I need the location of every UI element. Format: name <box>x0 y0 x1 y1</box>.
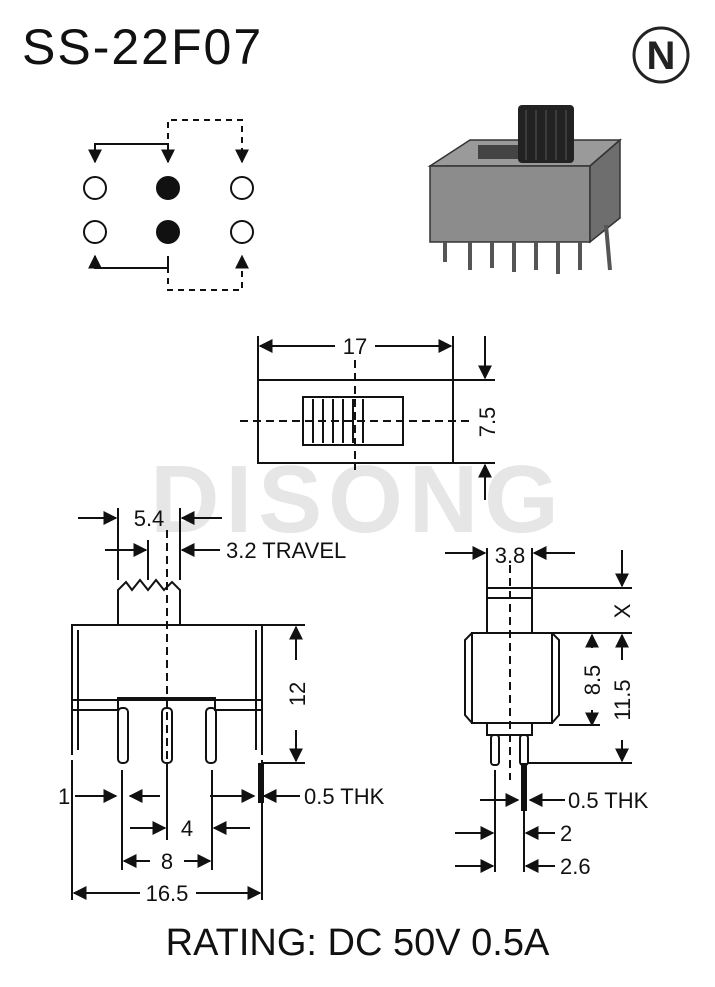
front-view-drawing <box>71 508 305 900</box>
side-view-drawing <box>445 546 632 873</box>
side-knob-width-label: 3.8 <box>495 543 526 568</box>
switch-product-image <box>427 105 623 274</box>
top-width-label: 17 <box>343 334 367 359</box>
pin-span-label: 8 <box>161 849 173 874</box>
body-height-label: 8.5 <box>580 665 605 696</box>
knob-width-label: 5.4 <box>134 506 165 531</box>
brand-logo: N <box>632 26 690 84</box>
overall-width-label: 16.5 <box>146 881 189 906</box>
side-thickness-label: 0.5 THK <box>568 788 649 813</box>
front-thickness-label: 0.5 THK <box>304 784 385 809</box>
top-view-drawing <box>240 336 495 500</box>
rating-text: RATING: DC 50V 0.5A <box>165 922 550 964</box>
part-number-title: SS-22F07 <box>22 19 264 75</box>
travel-label: 3.2 TRAVEL <box>226 538 346 563</box>
pin-pitch-label: 4 <box>181 816 193 841</box>
side-overall-height-label: 11.5 <box>610 679 635 720</box>
front-height-label: 12 <box>285 682 310 706</box>
side-pin-label: 2 <box>560 821 572 846</box>
pin-width-label: 1 <box>58 784 70 809</box>
top-height-label: 7.5 <box>475 407 500 438</box>
svg-text:N: N <box>647 34 676 78</box>
switch-schematic <box>83 119 254 291</box>
x-dimension-label: X <box>610 603 635 618</box>
side-pin-span-label: 2.6 <box>560 854 591 879</box>
